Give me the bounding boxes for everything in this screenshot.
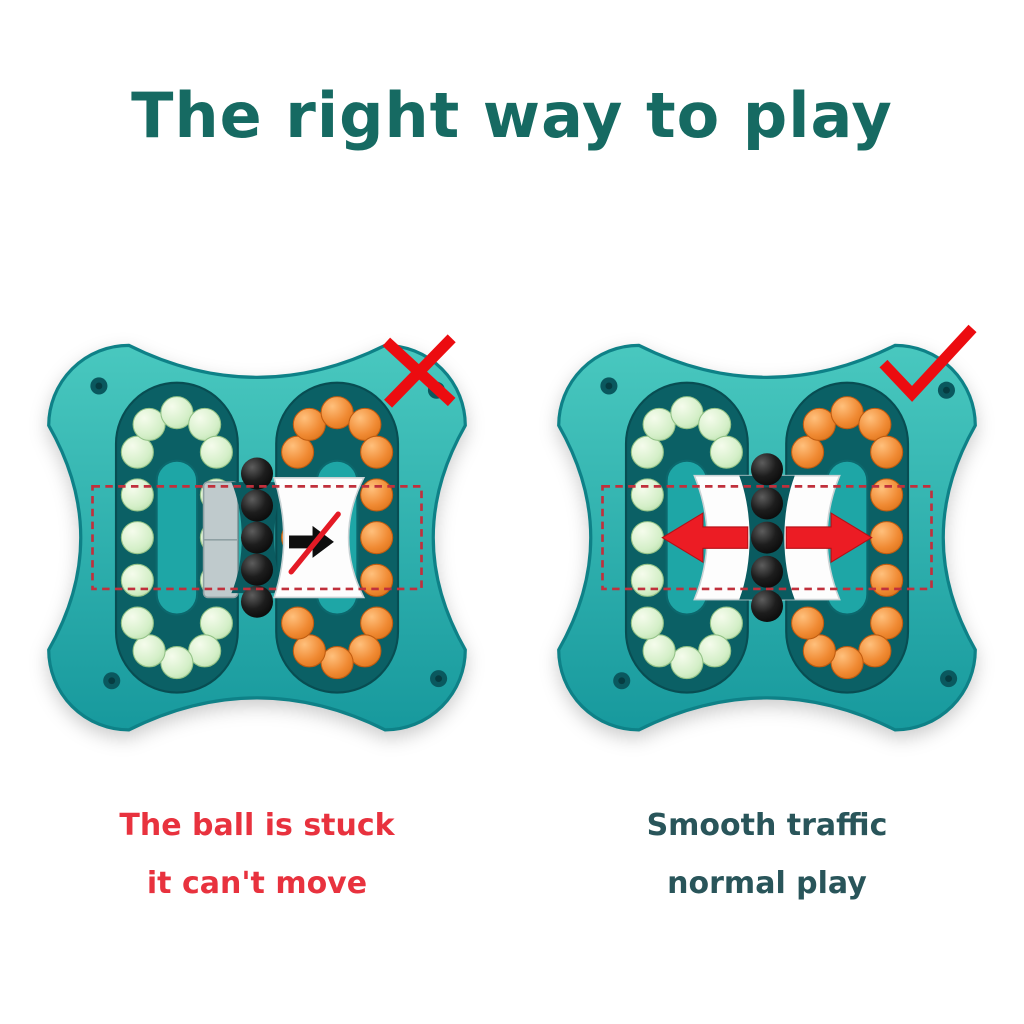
stuck-toy-figure [22,324,492,751]
screws [600,377,958,690]
comparison-panels: The ball is stuck it can't move [0,324,1024,912]
check-icon [879,324,977,402]
caption-line-1: Smooth traffic [646,808,888,844]
page-title: The right way to play [131,79,893,152]
rotor-slider [202,477,366,599]
no-entry-slash [288,511,341,575]
right-way-caption: Smooth traffic normal play [647,797,888,912]
left-arrow-icon [661,512,749,564]
cross-icon [382,334,456,408]
black-bead-column [750,453,784,623]
black-bead-column [240,457,274,618]
caption-line-2: it can't move [146,865,368,901]
caption-line-1: The ball is stuck [119,808,395,844]
normal-toy-figure [532,324,1002,751]
wrong-way-caption: The ball is stuck it can't move [119,797,394,912]
caption-line-2: normal play [667,865,867,901]
screws [90,377,448,690]
wrong-way-panel: The ball is stuck it can't move [22,324,492,912]
focus-area-dashed-box [601,485,933,591]
focus-area-dashed-box [91,485,423,591]
right-arrow-icon [785,512,873,564]
right-way-panel: Smooth traffic normal play [532,324,1002,912]
stuck-toy-illustration [47,343,467,732]
normal-toy-illustration [557,343,977,732]
